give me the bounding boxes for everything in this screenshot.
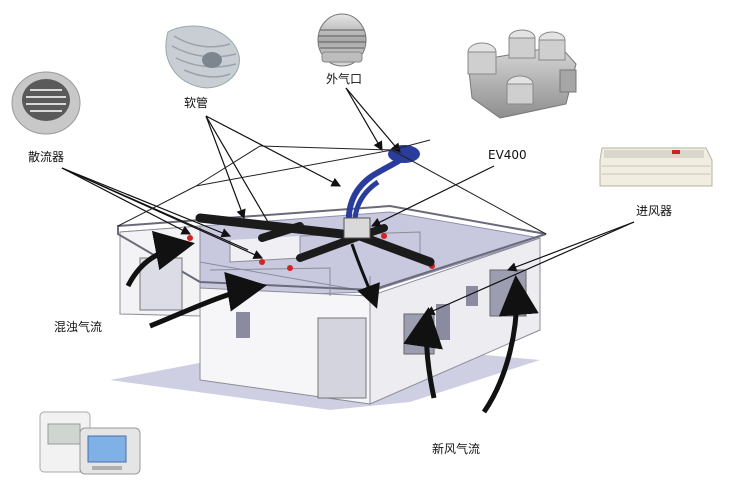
supply-vent-label: 进风器	[636, 204, 673, 218]
exhaust-airflow-label: 混浊气流	[54, 320, 103, 334]
ev400-unit-icon	[467, 29, 577, 119]
callout-lines	[61, 87, 635, 315]
fresh-airflow-label: 新风气流	[432, 442, 481, 456]
diffuser-label: 散流器	[28, 150, 65, 164]
roof-outline	[117, 139, 547, 235]
diffuser-icon	[11, 71, 81, 135]
flex-duct-label: 软管	[184, 96, 209, 110]
supply-vent-icon	[599, 147, 713, 187]
airflow-arrows	[125, 230, 539, 414]
outdoor-vent-icon	[317, 13, 367, 67]
flex-duct-icon	[165, 25, 240, 89]
thermostat-icon	[39, 411, 141, 475]
ev400-label: EV400	[488, 148, 527, 162]
outdoor-vent-label: 外气口	[326, 72, 363, 86]
